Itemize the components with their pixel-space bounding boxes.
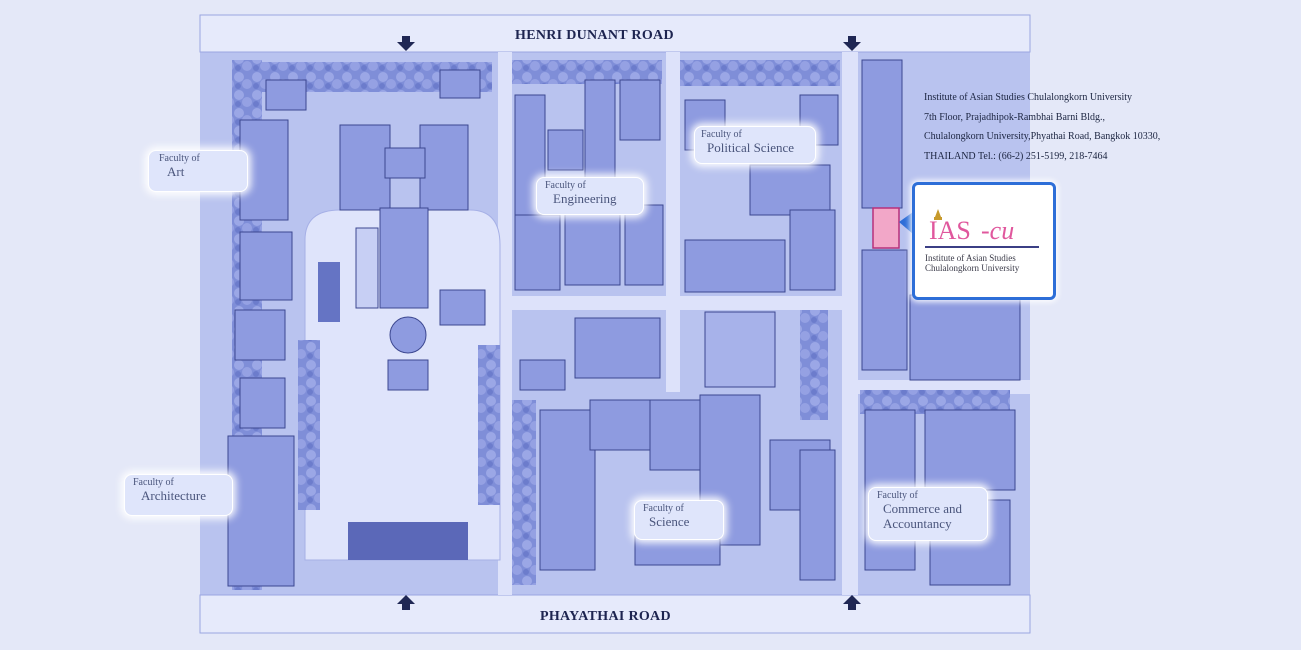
street-v1: [498, 52, 512, 595]
address-line-1: Institute of Asian Studies Chulalongkorn…: [924, 92, 1133, 103]
trees-sci-right: [800, 310, 828, 420]
faculty-art-small: Faculty of: [159, 153, 200, 164]
faculty-architecture-label[interactable]: Faculty of Architecture: [124, 474, 233, 516]
faculty-engineering-label[interactable]: Faculty of Engineering: [536, 177, 644, 215]
logo-mark-right: -cu: [981, 216, 1014, 243]
faculty-engineering-small: Faculty of: [545, 180, 586, 191]
logo-caption: Institute of Asian Studies Chulalongkorn…: [925, 253, 1019, 273]
buildings-science: [519, 311, 836, 581]
down-arrow-icon: [397, 36, 861, 51]
faculty-science-label[interactable]: Faculty of Science: [634, 500, 724, 540]
ias-logo: IAS -cu: [929, 209, 1014, 243]
trees-sci: [512, 400, 536, 585]
faculty-commerce-small: Faculty of: [877, 490, 918, 501]
faculty-science-small: Faculty of: [643, 503, 684, 514]
address-line-3: Chulalongkorn University,Phyathai Road, …: [924, 131, 1161, 142]
henri-dunant-road: [199, 14, 1031, 53]
faculty-architecture-big: Architecture: [141, 488, 206, 503]
buildings-west: [227, 79, 307, 587]
up-arrow-icon: [397, 595, 861, 610]
faculty-commerce-label[interactable]: Faculty of Commerce and Accountancy: [868, 487, 988, 541]
street-v2: [666, 52, 680, 392]
road-label-south: PHAYATHAI ROAD: [540, 609, 671, 624]
ias-logo-card[interactable]: IAS -cu Institute of Asian Studies Chula…: [912, 182, 1056, 300]
street-h1: [512, 296, 842, 310]
location-marker-icon: [899, 212, 913, 234]
logo-divider: [925, 246, 1039, 248]
logo-mark-left: IAS: [929, 216, 971, 243]
faculty-art-label[interactable]: Faculty of Art: [148, 150, 248, 192]
street-v3: [842, 52, 858, 595]
crown-icon: [934, 209, 942, 220]
phayathai-road: [199, 594, 1031, 634]
trees-pol: [680, 60, 840, 86]
road-label-north: HENRI DUNANT ROAD: [515, 28, 674, 43]
address-block: Institute of Asian Studies Chulalongkorn…: [924, 88, 1160, 166]
trees-lawn-right: [478, 345, 500, 505]
faculty-political-science-label[interactable]: Faculty of Political Science: [694, 126, 816, 164]
faculty-architecture-small: Faculty of: [133, 477, 174, 488]
pool-left: [318, 262, 340, 322]
faculty-political-science-big: Political Science: [707, 140, 795, 155]
buildings-engineering: [514, 79, 664, 291]
address-line-2: 7th Floor, Prajadhipok-Rambhai Barni Bld…: [924, 111, 1105, 123]
logo-caption-line-1: Institute of Asian Studies: [925, 253, 1016, 263]
trees-lawn-left: [298, 340, 320, 510]
reflecting-pool: [348, 522, 468, 560]
faculty-commerce-big1: Commerce and: [883, 501, 963, 516]
address-line-4: THAILAND Tel.: (66-2) 251-5199, 218-7464: [924, 150, 1108, 162]
ias-building[interactable]: [872, 207, 900, 249]
logo-caption-line-2: Chulalongkorn University: [925, 263, 1020, 273]
buildings-east: [861, 59, 1021, 586]
faculty-commerce-big2: Accountancy: [883, 516, 952, 531]
faculty-engineering-big: Engineering: [553, 191, 617, 206]
buildings-central: [339, 69, 486, 391]
faculty-art-big: Art: [167, 164, 185, 179]
faculty-political-science-small: Faculty of: [701, 129, 742, 140]
faculty-science-big: Science: [649, 514, 690, 529]
